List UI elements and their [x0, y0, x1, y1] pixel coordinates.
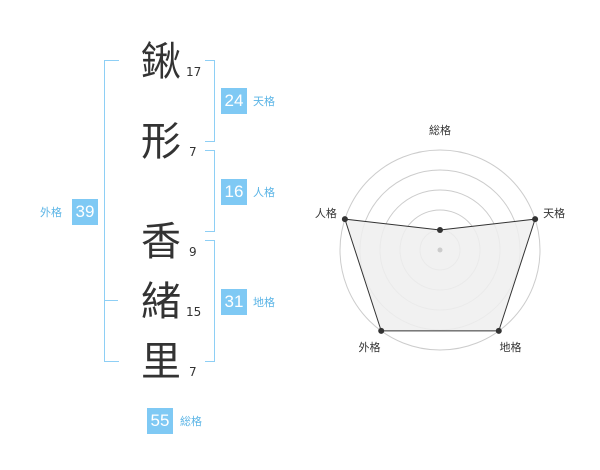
jinkaku-value: 16: [221, 179, 247, 205]
gaikaku-bracket: [104, 60, 119, 362]
tenkaku-label: 天格: [253, 95, 275, 108]
name-char-3: 香: [141, 219, 181, 265]
soukaku-value: 55: [147, 408, 173, 434]
name-char-2: 形: [141, 119, 181, 165]
radar-point: [437, 227, 443, 233]
radar-point: [341, 216, 348, 223]
chikaku-value: 31: [221, 289, 247, 315]
radar-point: [495, 327, 502, 334]
soukaku-label: 総格: [180, 415, 202, 428]
chikaku-label: 地格: [253, 296, 275, 309]
name-char-1: 鍬: [141, 39, 181, 85]
radar-axis-label: 総格: [429, 123, 451, 137]
gaikaku-label: 外格: [40, 206, 62, 219]
tenkaku-value: 24: [221, 88, 247, 114]
chikaku-bracket: [205, 240, 215, 362]
radar-axis-label: 人格: [315, 206, 337, 220]
radar-axis-label: 地格: [500, 340, 522, 354]
radar-point: [532, 216, 539, 223]
gaikaku-value: 39: [72, 199, 98, 225]
gaikaku-bracket-tick: [104, 300, 118, 301]
name-char-5: 里: [141, 339, 181, 385]
jinkaku-label: 人格: [253, 186, 275, 199]
stroke-count-4: 15: [186, 305, 202, 319]
radar-grid-ring: [339, 149, 541, 351]
tenkaku-bracket: [205, 60, 215, 142]
radar-point: [378, 327, 385, 334]
stroke-count-2: 7: [189, 145, 197, 159]
radar-center-dot: [437, 247, 443, 253]
name-char-4: 緒: [141, 279, 181, 325]
stroke-count-5: 7: [189, 365, 197, 379]
radar-axis-label: 外格: [358, 340, 380, 354]
radar-axis-label: 天格: [543, 206, 565, 220]
stroke-count-3: 9: [189, 245, 197, 259]
jinkaku-bracket: [205, 150, 215, 232]
stroke-count-1: 17: [186, 65, 202, 79]
radar-series-area: [344, 218, 536, 332]
